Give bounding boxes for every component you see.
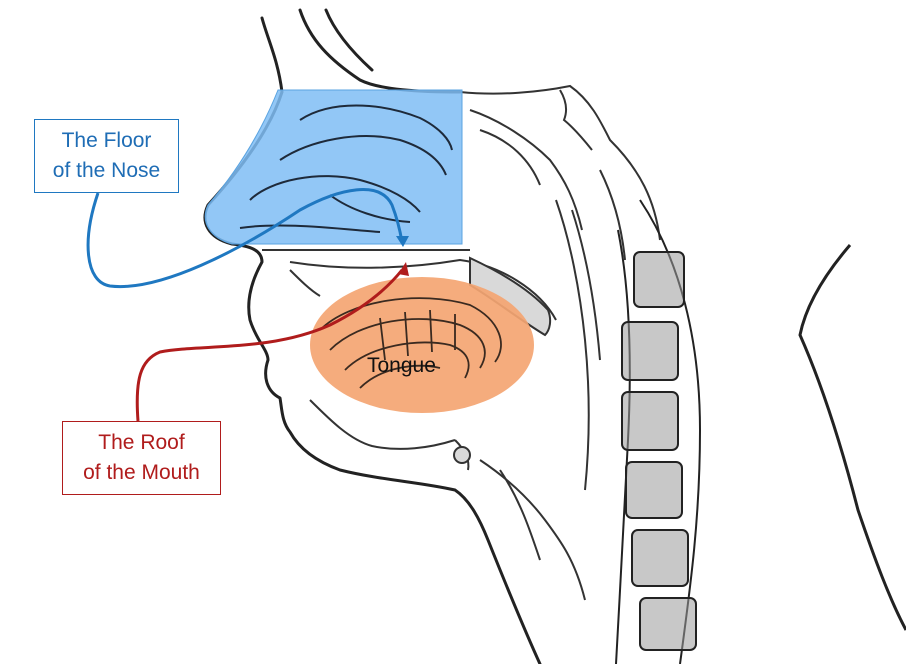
tongue-muscle-lines	[319, 297, 502, 389]
floor-of-nose-label-line2: of the Nose	[52, 159, 161, 182]
roof-of-mouth-callout: The Roof of the Mouth	[62, 421, 221, 495]
nose-floor-highlight	[204, 89, 463, 245]
roof-of-mouth-arrow	[135, 269, 404, 422]
jaw-and-throat	[309, 199, 601, 601]
floor-of-nose-arrow	[86, 188, 404, 289]
nasal-turbinates	[239, 104, 453, 233]
floor-of-nose-label-line1: The Floor	[61, 129, 152, 152]
floor-of-nose-arrowhead	[396, 236, 409, 247]
tongue-label: Tongue	[367, 354, 436, 377]
cervical-spine	[615, 199, 702, 664]
back-of-head-outline	[798, 244, 906, 631]
roof-of-mouth-label-line1: The Roof	[98, 431, 185, 454]
roof-of-mouth-label-line2: of the Mouth	[83, 461, 200, 484]
floor-of-nose-callout: The Floor of the Nose	[34, 119, 179, 193]
nasal-structures	[459, 84, 661, 261]
roof-of-mouth-arrowhead	[398, 262, 409, 276]
tongue-highlight	[310, 277, 534, 413]
palate	[262, 249, 557, 337]
